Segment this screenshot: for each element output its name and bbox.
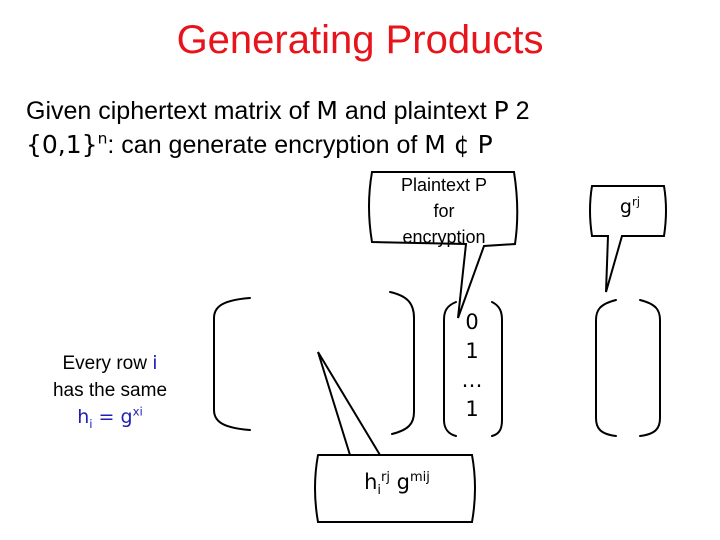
- prod-h-exp: rj: [381, 470, 390, 485]
- matrix-right-bracket: [389, 291, 415, 435]
- grj-callout-bubble: [589, 185, 667, 293]
- set-symbol: {0,1}: [26, 130, 98, 159]
- intro-line-1: Given ciphertext matrix of M and plainte…: [26, 96, 530, 126]
- intro-text: and plaintext: [337, 97, 494, 125]
- grj-base: g: [619, 196, 632, 218]
- prod-g: g: [389, 470, 410, 494]
- vector-entry: 0: [465, 310, 479, 334]
- prod-h: h: [364, 470, 378, 494]
- prod-g-exp: mij: [410, 470, 430, 485]
- vector-entry: 1: [465, 339, 479, 363]
- intro-text: 2: [508, 97, 530, 125]
- plaintext-callout-bubble: [368, 171, 519, 319]
- matrix-left-bracket: [213, 297, 251, 431]
- intro-line-2: {0,1}n: can generate encryption of M ¢ P: [26, 130, 493, 160]
- row-note-text: Every row: [62, 353, 153, 374]
- plaintext-symbol: P: [493, 96, 509, 125]
- vector-left-bracket: [443, 301, 457, 437]
- vector-entry: …: [461, 368, 483, 392]
- plaintext-callout-text: Plaintext P for encryption: [372, 172, 516, 250]
- result-right-bracket: [639, 299, 661, 437]
- slide-title: Generating Products: [176, 18, 544, 62]
- matrix-symbol: M: [316, 96, 338, 125]
- formula-eq: = g: [92, 406, 133, 428]
- row-note: Every row i has the same hi = gxi: [20, 350, 200, 431]
- result-left-bracket: [595, 299, 617, 437]
- product-expression: M ¢ P: [424, 130, 493, 159]
- grj-exponent: rj: [631, 194, 641, 209]
- prod-h-sub: i: [377, 483, 382, 499]
- set-exponent: n: [97, 129, 108, 148]
- grj-label: grj: [600, 196, 660, 218]
- formula-exp: xi: [132, 404, 143, 419]
- formula-h-sub: i: [89, 416, 93, 431]
- callout-line: encryption: [402, 227, 486, 247]
- row-index-symbol: i: [152, 352, 158, 374]
- callout-line: for: [433, 201, 455, 221]
- vector-entry: 1: [465, 397, 479, 421]
- vector-right-bracket: [491, 301, 503, 437]
- plaintext-vector: 0 1 … 1: [452, 308, 492, 424]
- callout-line: Plaintext P: [400, 175, 488, 195]
- formula-h: h: [77, 406, 90, 428]
- row-note-line-2: has the same: [52, 380, 168, 401]
- row-note-line-1: Every row i: [20, 350, 200, 377]
- row-note-formula: hi = gxi: [20, 404, 200, 431]
- product-callout-text: hirj gmij: [322, 470, 472, 497]
- intro-text: Given ciphertext matrix of: [26, 97, 317, 125]
- product-callout-bubble: [314, 351, 476, 523]
- intro-text: : can generate encryption of: [107, 131, 425, 159]
